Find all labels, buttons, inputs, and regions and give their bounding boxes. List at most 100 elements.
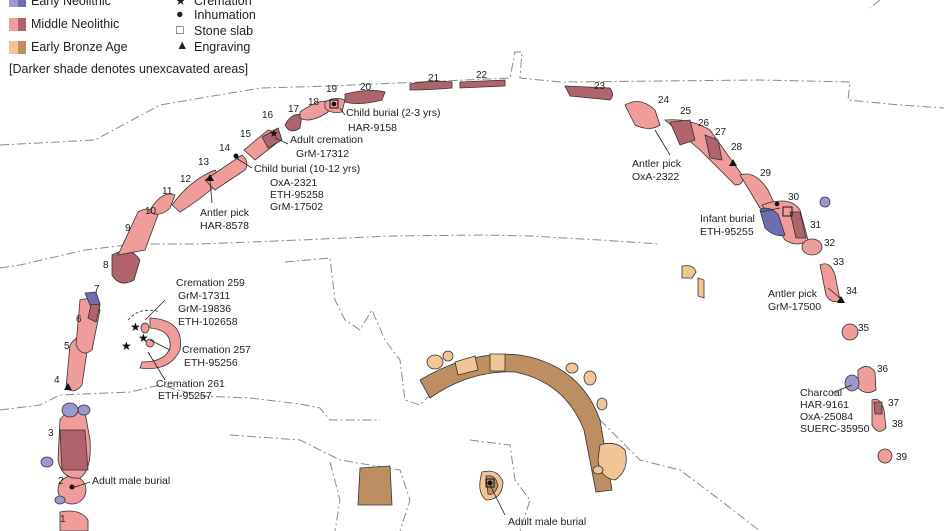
segment-23-shape: [564, 85, 613, 101]
segment-number: 10: [145, 206, 157, 217]
segment-20-shape: [344, 90, 386, 104]
segment-number: 5: [64, 341, 70, 352]
segment-number: 18: [308, 97, 320, 108]
legend-label-early-neolithic: Early Neolithic: [31, 0, 111, 8]
segment-3-unexcavated: [59, 429, 89, 471]
dot-icon: [69, 484, 75, 490]
segment-number: 19: [326, 84, 338, 95]
segment-17-shape: [284, 114, 303, 132]
legend-label-middle-neolithic: Middle Neolithic: [31, 17, 120, 31]
annotation-line: Adult cremation: [290, 134, 363, 146]
segment-numbers: 1 2 3 4 5 6 7 8 9 10 11 12 13 14 15 16 1…: [48, 70, 908, 525]
annotation-line: Adult male burial: [92, 475, 170, 487]
segment-1-shape: [59, 510, 89, 531]
square-icon: [329, 99, 339, 109]
annotation-line: Child burial (10-12 yrs): [254, 163, 360, 175]
annotation-line: ETH-95258: [270, 189, 324, 201]
star-icon: ★: [175, 0, 187, 8]
star-icon: ★: [130, 320, 141, 334]
triangle-icon: [64, 383, 72, 390]
triangle-icon: [837, 296, 845, 303]
annotation-line: GrM-17500: [768, 301, 821, 313]
star-icon: ★: [121, 339, 132, 353]
star-icon: ★: [138, 331, 149, 345]
ditch-segments-east: [564, 85, 893, 464]
annotation-line: GrM-17311: [178, 290, 230, 302]
annotation-line: HAR-9158: [348, 122, 397, 134]
segment-35-shape: [841, 323, 859, 341]
segment-number: 38: [892, 419, 904, 430]
annotation-line: GrM-17312: [296, 148, 349, 160]
annotation-line: Charcoal: [800, 387, 842, 399]
segment-number: 24: [658, 95, 670, 106]
annotation-line: GrM-19836: [178, 303, 231, 315]
annotation-line: Cremation 261: [156, 378, 225, 390]
annotation-line: Cremation 259: [176, 277, 245, 289]
segment-number: 39: [896, 452, 908, 463]
triangle-icon: [206, 174, 214, 181]
annotation-line: OxA-2321: [270, 177, 317, 189]
segment-number: 30: [788, 192, 800, 203]
dot-icon: [774, 201, 780, 207]
square-icon: [782, 206, 793, 217]
annotation-line: HAR-8578: [200, 220, 249, 232]
annotation-line: Cremation 257: [182, 344, 251, 356]
legend-label-inhumation: Inhumation: [194, 8, 256, 22]
legend-label-cremation: Cremation: [194, 0, 252, 8]
annotation-line: Child burial (2-3 yrs): [346, 107, 441, 119]
swatch-middle-neolithic: [9, 18, 26, 31]
segment-number: 3: [48, 428, 54, 439]
segment-number: 17: [288, 104, 300, 115]
dot-icon: [331, 101, 337, 107]
segment-number: 15: [240, 129, 252, 140]
segment-10-shape: [149, 193, 176, 215]
triangle-icon: [729, 159, 737, 166]
annotation-line: OxA-2322: [632, 171, 679, 183]
segment-number: 7: [94, 284, 100, 295]
segment-number: 8: [103, 260, 109, 271]
segment-number: 1: [60, 514, 66, 525]
segment-32-shape: [801, 238, 823, 256]
segment-number: 2: [58, 476, 64, 487]
segment-number: 14: [219, 143, 231, 154]
annotation-line: Antler pick: [200, 207, 250, 219]
segment-number: 12: [180, 174, 192, 185]
swatch-early-bronze-age: [9, 41, 26, 54]
segment-39-shape: [877, 448, 893, 464]
segment-number: 29: [760, 168, 772, 179]
segment-number: 36: [877, 364, 889, 375]
leader-lines: [71, 107, 853, 516]
segment-number: 23: [594, 81, 606, 92]
segment-13-14-shape: [204, 154, 248, 191]
annotation-line: ETH-102658: [178, 316, 238, 328]
legend-note: [Darker shade denotes unexcavated areas]: [9, 62, 249, 76]
bronze-age-enclosure-ditch: [419, 353, 613, 493]
star-icon: ★: [269, 128, 279, 140]
annotation-line: Antler pick: [632, 158, 682, 170]
segment-number: 33: [833, 257, 845, 268]
segment-36-shape: [857, 366, 877, 393]
annotation-line: ETH-95257: [158, 390, 212, 402]
annotation-line: GrM-17502: [270, 201, 323, 213]
segment-24-shape: [624, 101, 661, 129]
bronze-age-features: [357, 265, 705, 506]
segment-number: 31: [810, 220, 822, 231]
swatch-early-neolithic: [9, 0, 26, 7]
dot-icon: ●: [176, 7, 184, 21]
segment-number: 4: [54, 375, 60, 386]
annotation-line: SUERC-35950: [800, 423, 870, 435]
segment-number: 37: [888, 398, 900, 409]
segment-number: 9: [125, 223, 131, 234]
segment-number: 32: [824, 238, 836, 249]
segment-number: 20: [360, 82, 372, 93]
legend-label-engraving: Engraving: [194, 40, 251, 54]
triangle-icon: ▲: [176, 38, 189, 52]
segment-22-shape: [459, 79, 506, 89]
segment-number: 13: [198, 157, 210, 168]
segment-number: 25: [680, 106, 692, 117]
annotation-line: Antler pick: [768, 288, 818, 300]
legend-label-early-bronze-age: Early Bronze Age: [31, 40, 128, 54]
bronze-age-rectangular-feature: [357, 465, 393, 506]
